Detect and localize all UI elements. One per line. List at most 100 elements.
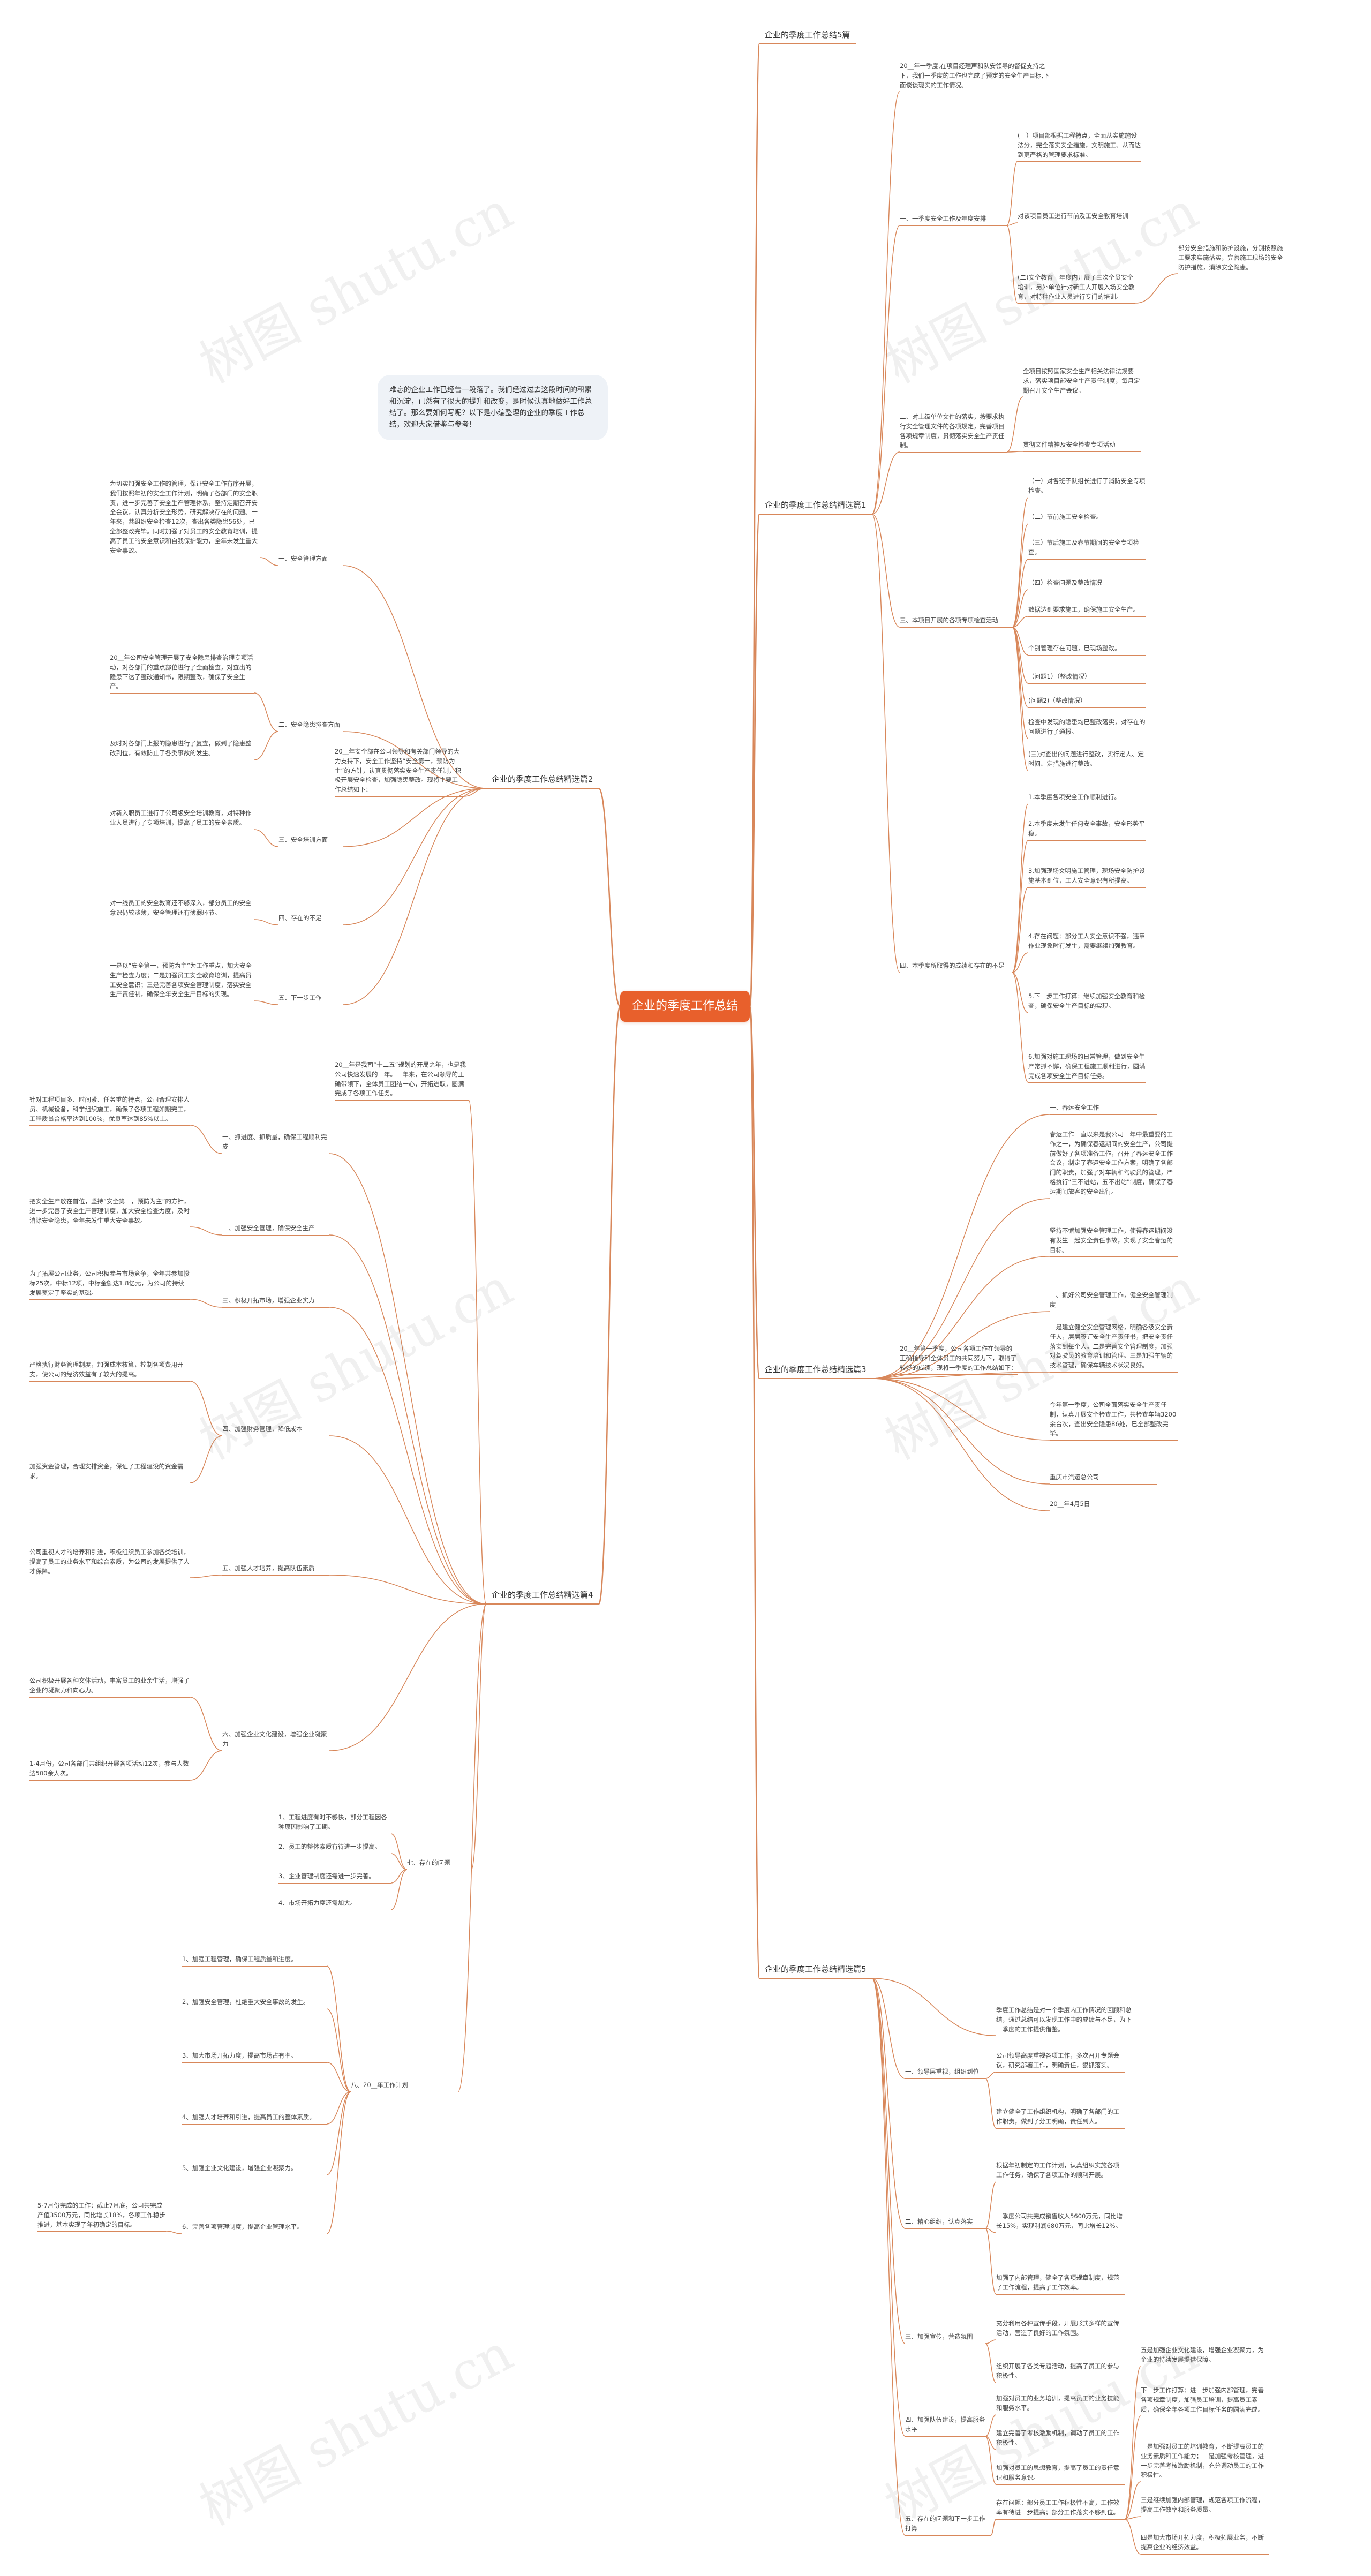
connector-line — [190, 1435, 223, 1483]
connector-line — [871, 1378, 1050, 1511]
article3-section-1[interactable]: 一、春运安全工作 — [1050, 1103, 1157, 1115]
article3-item: 春运工作一直以来是我公司一年中最重要的工作之一，为确保春运期间的安全生产，公司提… — [1050, 1130, 1178, 1199]
article5-item: 三是继续加强内部管理，规范各项工作流程，提高工作效率和服务质量。 — [1141, 2496, 1269, 2517]
branch-article-2[interactable]: 企业的季度工作总结精选篇2 — [486, 771, 599, 789]
article1-item: （二）节前施工安全检查。 — [1028, 513, 1146, 524]
article3-item: 坚持不懈加强安全管理工作，使得春运期间没有发生一起安全责任事故，实现了安全春运的… — [1050, 1226, 1178, 1257]
connector-line — [749, 1005, 760, 1979]
article2-section-5[interactable]: 五、下一步工作 — [278, 993, 343, 1005]
connector-line — [871, 1978, 906, 2079]
article1-intro: 20__年一季度,在项目经理声和队安领导的督促支持之下，我们一季度的工作也完成了… — [900, 62, 1050, 93]
connector-line — [326, 1965, 351, 2092]
article5-section-2[interactable]: 二、精心组织，认真落实 — [905, 2217, 985, 2229]
connector-line — [329, 1603, 487, 1751]
article1-item: 全项目按照国家安全生产相关法律法规要求，落实项目部安全生产责任制度，每月定期召开… — [1023, 367, 1141, 398]
article5-item: 一季度公司共完成销售收入5600万元，同比增长15%，实现利润680万元，同比增… — [996, 2212, 1125, 2233]
article5-item: 五是加强企业文化建设，增强企业凝聚力，为企业的持续发展提供保障。 — [1141, 2346, 1269, 2367]
article4-section-7[interactable]: 七、存在的问题 — [407, 1858, 471, 1870]
article3-item: 重庆市汽运总公司 — [1050, 1473, 1157, 1485]
article4-section-3[interactable]: 三、积极开拓市场，增强企业实力 — [222, 1296, 329, 1308]
central-topic[interactable]: 企业的季度工作总结 — [620, 991, 750, 1022]
connector-line — [326, 2008, 351, 2092]
branch-article-3[interactable]: 企业的季度工作总结精选篇3 — [759, 1361, 872, 1380]
article4-section-4[interactable]: 四、加强财务管理，降低成本 — [222, 1425, 329, 1436]
article4-section-6[interactable]: 六、加强企业文化建设，增强企业凝聚力 — [222, 1730, 329, 1751]
article2-section-3[interactable]: 三、安全培训方面 — [278, 835, 343, 847]
article5-item: 公司领导高度重视各项工作，多次召开专题会议，研究部署工作，明确责任，狠抓落实。 — [996, 2051, 1125, 2073]
article1-section-1[interactable]: 一、一季度安全工作及年度安排 — [900, 214, 1007, 226]
connector-line — [871, 1378, 1050, 1485]
connector-line — [1012, 972, 1029, 1083]
connector-line — [1012, 559, 1029, 628]
connector-line — [190, 1575, 223, 1578]
connector-line — [1012, 616, 1029, 628]
connector-line — [990, 2519, 997, 2536]
article1-item: 贯彻文件精神及安全检查专项活动 — [1023, 440, 1141, 452]
connector-line — [1006, 396, 1023, 453]
branch-article-4[interactable]: 企业的季度工作总结精选篇4 — [486, 1587, 599, 1605]
connector-line — [598, 787, 621, 1007]
connector-line — [254, 829, 279, 847]
connector-line — [985, 2343, 997, 2383]
connector-line — [1006, 222, 1018, 226]
article1-section-4[interactable]: 四、本季度所取得的成绩和存在的不足 — [900, 961, 1012, 973]
article4-item: 针对工程项目多、时间紧、任务重的特点，公司合理安排人员、机械设备，科学组织施工，… — [29, 1095, 190, 1126]
article5-section-5[interactable]: 五、存在的问题和下一步工作打算 — [905, 2514, 991, 2536]
article5-item: 四是加大市场开拓力度，积极拓展业务，不断提高企业的经济效益。 — [1141, 2533, 1269, 2555]
connector-line — [1012, 627, 1029, 684]
article5-item: 存在问题：部分员工工作积极性不高，工作效率有待进一步提高；部分工作落实不够到位。 — [996, 2498, 1125, 2520]
branch-article-5[interactable]: 企业的季度工作总结精选篇5 — [759, 1961, 872, 1979]
connector-line — [190, 1125, 223, 1154]
intro-bubble: 难忘的企业工作已经告一段落了。我们经过过去这段时间的积累和沉淀，已然有了很大的提… — [378, 375, 608, 441]
article3-intro: 20__年第一季度，公司各项工作在领导的正确指导和全体员工的共同努力下，取得了较… — [900, 1344, 1018, 1375]
connector-line — [390, 1833, 408, 1870]
connector-line — [390, 1869, 408, 1910]
article1-item: (一）项目部根据工程特点，全面从实施施设法分，完全落实安全措施，文明施工、从而达… — [1018, 131, 1141, 162]
connector-line — [471, 1603, 487, 1870]
article4-section-2[interactable]: 二、加强安全管理，确保安全生产 — [222, 1224, 329, 1236]
article5-section-3[interactable]: 三、加强宣传，营造氛围 — [905, 2332, 985, 2344]
article1-section-2[interactable]: 二、对上级单位文件的落实，按要求执行安全管理文件的各项规定，完善项目各项规章制度… — [900, 412, 1007, 453]
connector-line — [1012, 523, 1029, 628]
connector-line — [1012, 589, 1029, 628]
connector-line — [326, 2091, 351, 2234]
connector-line — [1012, 887, 1029, 973]
connector-line — [985, 2339, 997, 2344]
connector-line — [1124, 2481, 1141, 2520]
connector-line — [329, 1234, 487, 1605]
connector-line — [1135, 273, 1179, 304]
connector-line — [326, 2062, 351, 2092]
branch-summary-5[interactable]: 企业的季度工作总结5篇 — [759, 27, 856, 45]
connector-line — [390, 1853, 408, 1870]
article5-item: 充分利用各种宣传手段，开展形式多样的宣传活动，营造了良好的工作氛围。 — [996, 2319, 1125, 2340]
connector-line — [457, 1603, 487, 2092]
article5-section-4[interactable]: 四、加强队伍建设，提高服务水平 — [905, 2415, 985, 2437]
article1-item: 4.存在问题：部分工人安全意识不强，违章作业现象时有发生，需要继续加强教育。 — [1028, 932, 1146, 953]
article4-section-5[interactable]: 五、加强人才培养，提高队伍素质 — [222, 1564, 329, 1576]
connector-line — [871, 225, 900, 515]
article5-item: 组织开展了各类专题活动，提高了员工的参与积极性。 — [996, 2362, 1125, 2383]
article2-item: 及时对各部门上报的隐患进行了复查，做到了隐患整改到位，有效防止了各类事故的发生。 — [110, 739, 254, 760]
article2-section-4[interactable]: 四、存在的不足 — [278, 914, 343, 925]
connector-line — [254, 692, 279, 732]
article3-section-2[interactable]: 二、抓好公司安全管理工作，健全安全管理制度 — [1050, 1291, 1178, 1312]
article1-item: (二)安全教育一年度内开展了三次全员安全培训，另外单位针对新工人开展入场安全教育… — [1018, 273, 1135, 304]
connector-line — [871, 1978, 906, 2344]
branch-article-1[interactable]: 企业的季度工作总结精选篇1 — [759, 497, 872, 515]
article4-section-1[interactable]: 一、抓进度、抓质量，确保工程顺利完成 — [222, 1133, 329, 1154]
article4-item: 4、市场开拓力度还需加大。 — [278, 1899, 391, 1910]
article4-item: 5、加强企业文化建设，增强企业凝聚力。 — [182, 2164, 327, 2175]
article1-item: （三）节后施工及春节期间的安全专项检查。 — [1028, 538, 1146, 560]
article5-item: 加强对员工的思想教育，提高了员工的责任意识和服务意识。 — [996, 2464, 1125, 2485]
article1-section-3[interactable]: 三、本项目开展的各项专项检查活动 — [900, 616, 1012, 628]
connector-line — [1012, 803, 1029, 973]
article5-section-1[interactable]: 一、领导层重视，组织到位 — [905, 2067, 985, 2079]
article1-item: 数据达到要求施工，确保施工安全生产。 — [1028, 605, 1146, 617]
connector-line — [985, 2078, 997, 2129]
connector-line — [1006, 451, 1023, 453]
article4-section-8[interactable]: 八、20__年工作计划 — [351, 2081, 458, 2092]
article2-section-2[interactable]: 二、安全隐患排查方面 — [278, 720, 343, 732]
article5-item: 根据年初制定的工作计划，认真组织实施各项工作任务，确保了各项工作的顺利开展。 — [996, 2161, 1125, 2182]
article2-section-1[interactable]: 一、安全管理方面 — [278, 554, 343, 566]
